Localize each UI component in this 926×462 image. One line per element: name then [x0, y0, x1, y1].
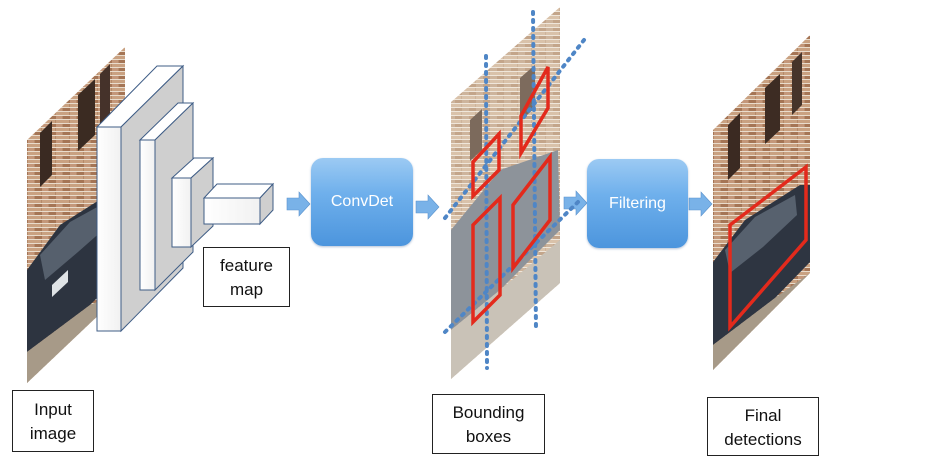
convdet-stage: ConvDet — [311, 158, 413, 246]
cnn-layer-3 — [170, 156, 215, 249]
convdet-label: ConvDet — [330, 193, 394, 210]
arrow-icon — [688, 191, 713, 217]
feature-map-label: feature map — [203, 247, 290, 307]
final-detections-image — [713, 35, 810, 370]
bounding-boxes-image — [443, 7, 586, 379]
arrow-icon — [415, 194, 440, 220]
bounding-boxes-label: Bounding boxes — [432, 394, 545, 454]
feature-map-block — [202, 182, 275, 226]
final-detections-label: Final detections — [707, 397, 819, 456]
filtering-stage: Filtering — [587, 159, 688, 248]
arrow-icon — [286, 191, 311, 217]
filtering-label: Filtering — [609, 194, 666, 212]
input-image-label: Input image — [12, 390, 94, 452]
